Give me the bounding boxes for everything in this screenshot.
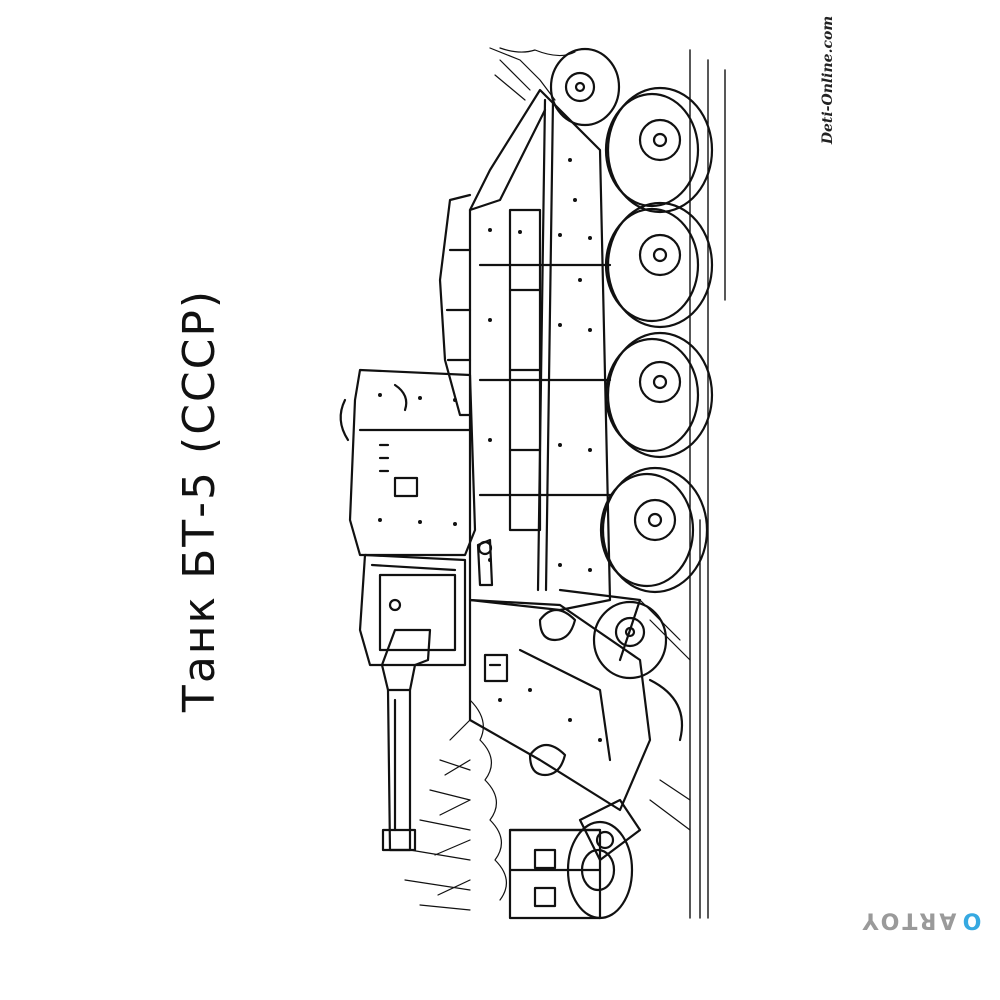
idler-arm bbox=[558, 588, 642, 862]
road-wheel-5 bbox=[599, 466, 709, 594]
front-hull bbox=[468, 538, 652, 812]
road-wheel-1 bbox=[549, 47, 621, 127]
background-building bbox=[508, 828, 602, 920]
rivets bbox=[378, 158, 602, 742]
road-wheel-2 bbox=[604, 86, 714, 214]
road-wheel-4 bbox=[604, 331, 714, 459]
road-wheel-3 bbox=[604, 201, 714, 329]
idler-wheel bbox=[566, 820, 634, 920]
ground-lines bbox=[689, 49, 726, 919]
road-wheel-6 bbox=[592, 600, 684, 742]
engine-deck bbox=[438, 193, 472, 417]
tank-hull bbox=[468, 88, 612, 612]
main-gun bbox=[380, 628, 432, 852]
turret bbox=[339, 368, 477, 667]
